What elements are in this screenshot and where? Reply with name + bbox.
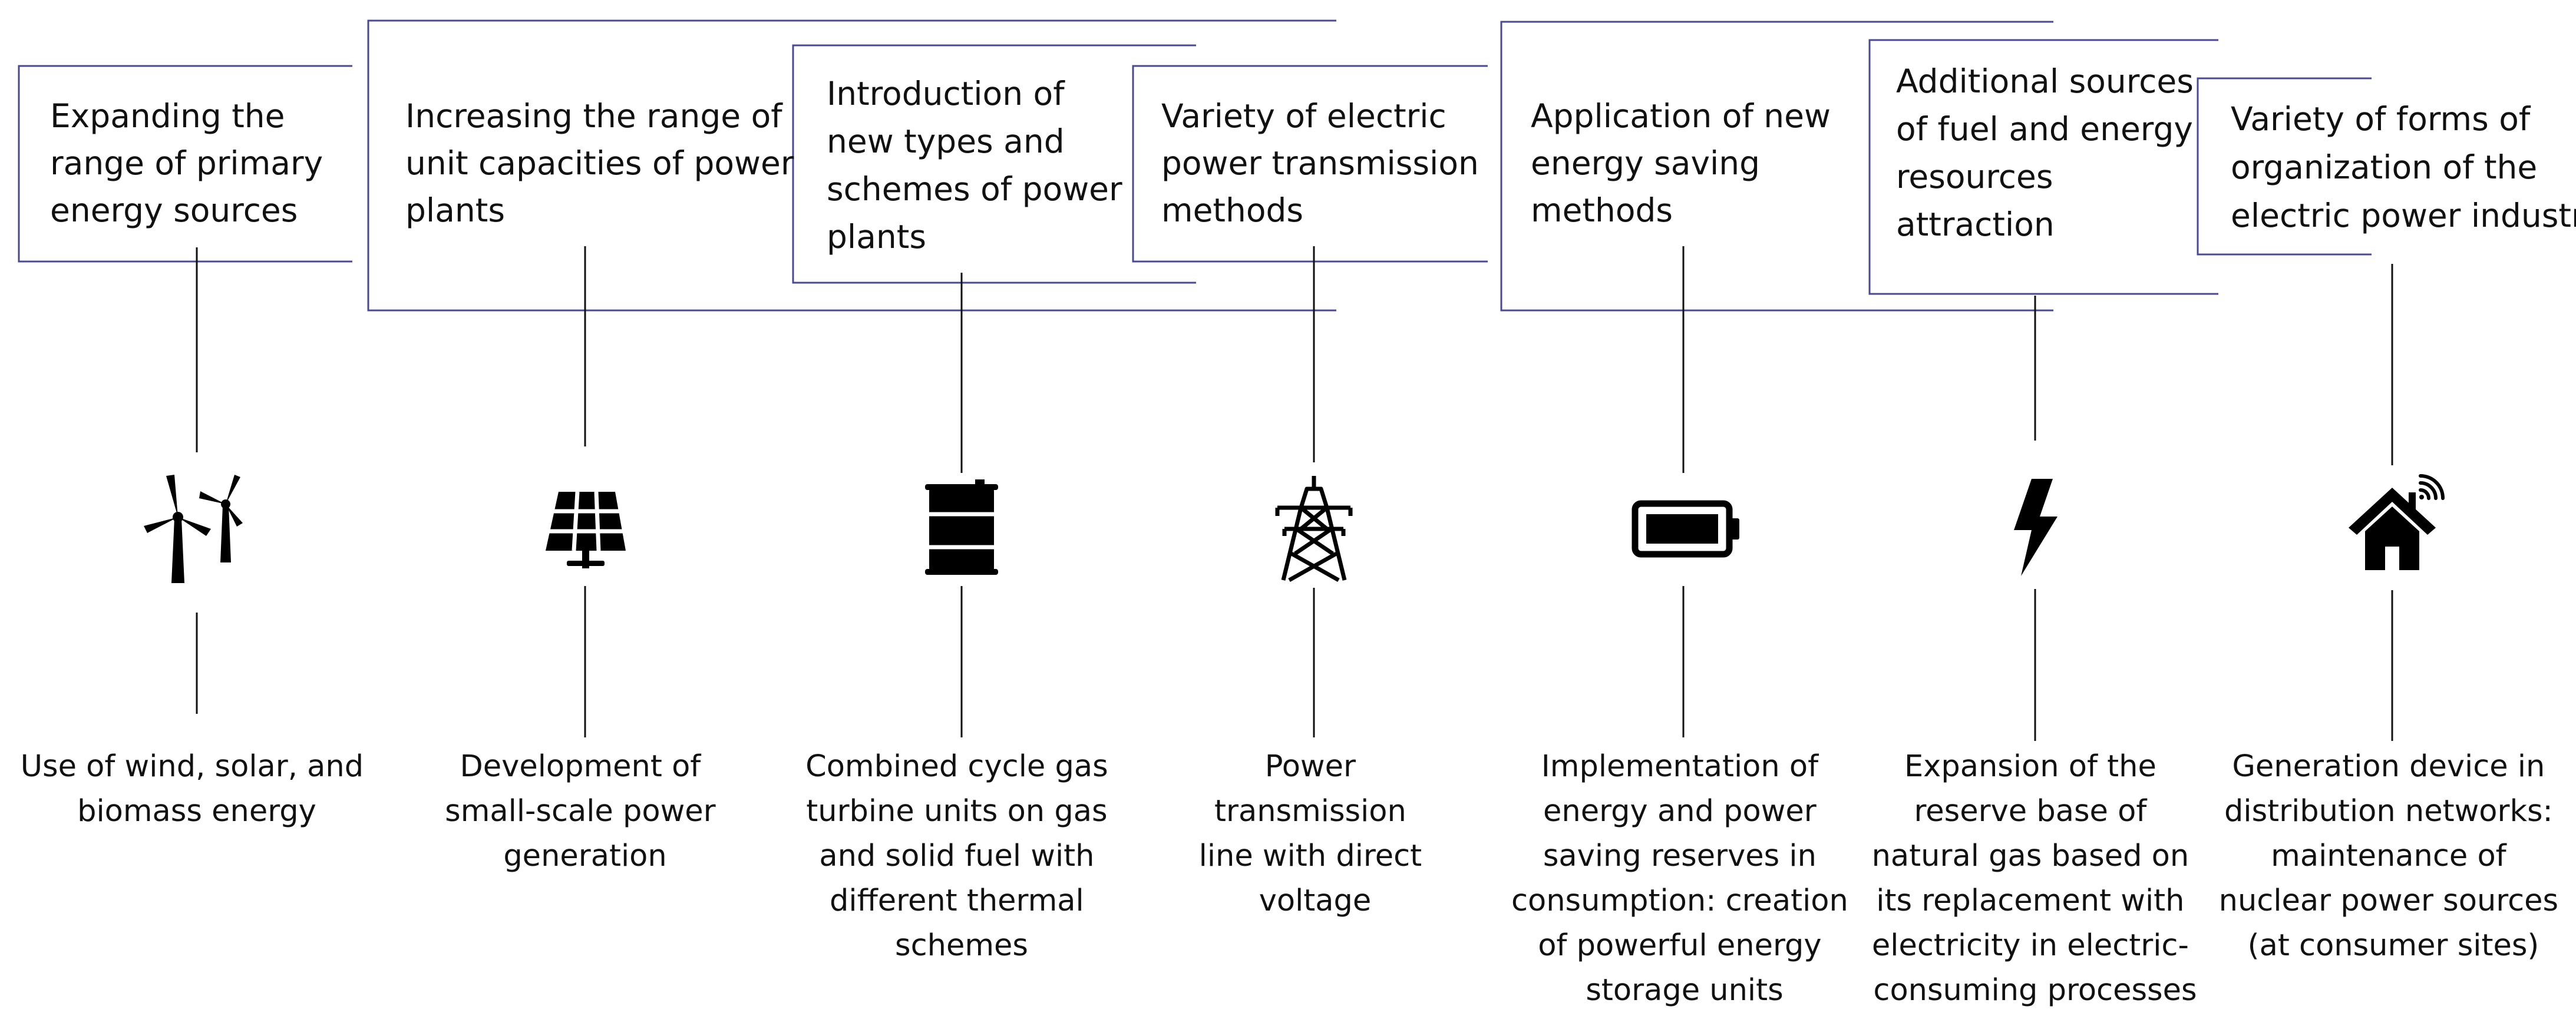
wind-turbine-icon: [144, 475, 243, 583]
header-text-3: Introduction of new types and schemes of…: [827, 75, 1132, 256]
footer-text-2: Development of small-scale power generat…: [445, 749, 725, 873]
header-text-1: Expanding the range of primary energy so…: [50, 97, 333, 229]
footer-text-5: Implementation of energy and power savin…: [1511, 749, 1858, 1008]
power-pylon-icon: [1275, 476, 1353, 582]
battery-icon: [1632, 500, 1739, 558]
lightning-bolt-icon: [2014, 479, 2058, 576]
header-text-5: Application of new energy saving methods: [1531, 97, 1841, 229]
header-box-5: [1500, 21, 2053, 312]
header-box-3: [792, 44, 1196, 284]
header-box-7: [2197, 77, 2372, 256]
footer-text-7: Generation device in distribution networ…: [2219, 749, 2568, 963]
footer-text-4: Power transmission line with direct volt…: [1199, 749, 1432, 918]
header-text-6: Additional sources of fuel and energy re…: [1896, 62, 2204, 243]
footer-text-3: Combined cycle gas turbine units on gas …: [805, 749, 1118, 963]
solar-panel-icon: [546, 491, 626, 568]
header-text-4: Variety of electric power transmission m…: [1161, 97, 1489, 229]
header-text-2: Increasing the range of unit capacities …: [405, 97, 804, 229]
header-box-1: [18, 65, 352, 263]
header-box-6: [1868, 39, 2218, 295]
oil-barrel-icon: [925, 479, 998, 575]
header-box-2: [367, 19, 1336, 312]
footer-text-6: Expansion of the reserve base of natural…: [1872, 749, 2199, 1008]
header-box-4: [1132, 65, 1488, 263]
footer-text-1: Use of wind, solar, and biomass energy: [21, 749, 374, 829]
smart-home-icon: [2349, 474, 2445, 570]
header-text-7: Variety of forms of organization of the …: [2231, 100, 2576, 234]
